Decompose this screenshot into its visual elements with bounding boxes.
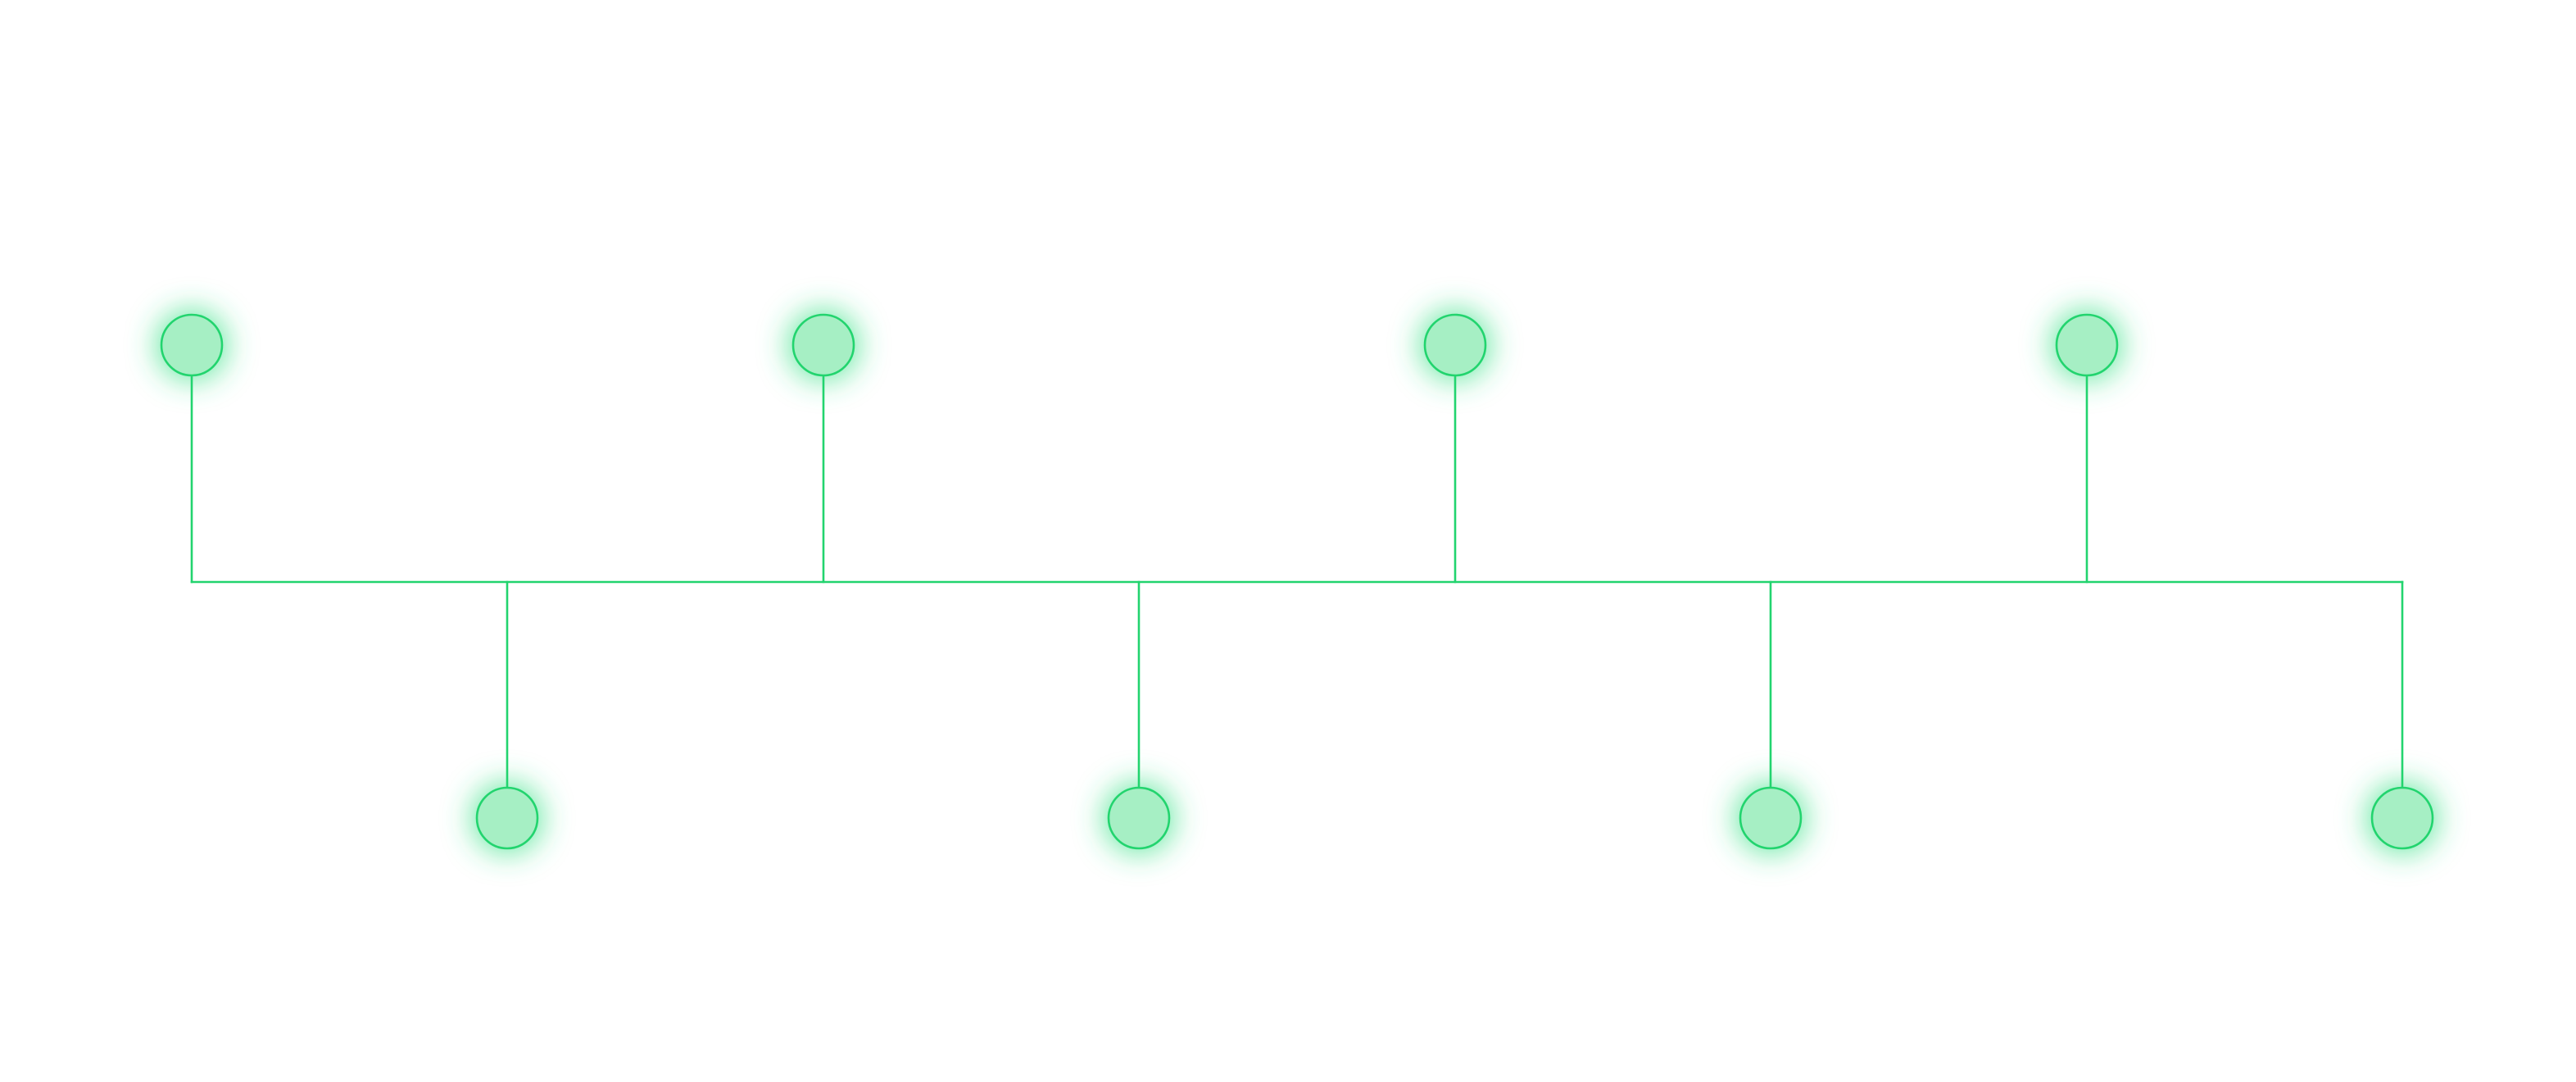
bottom-node-2 <box>1107 786 1171 850</box>
bottom-node-4 <box>2370 786 2434 850</box>
bottom-node-3 <box>1739 786 1803 850</box>
top-node-2 <box>791 313 855 377</box>
top-node-3 <box>1423 313 1487 377</box>
top-node-1 <box>160 313 224 377</box>
bottom-node-1 <box>475 786 539 850</box>
connector-layer <box>190 374 2404 789</box>
node-layer <box>160 313 2434 850</box>
top-node-4 <box>2055 313 2119 377</box>
